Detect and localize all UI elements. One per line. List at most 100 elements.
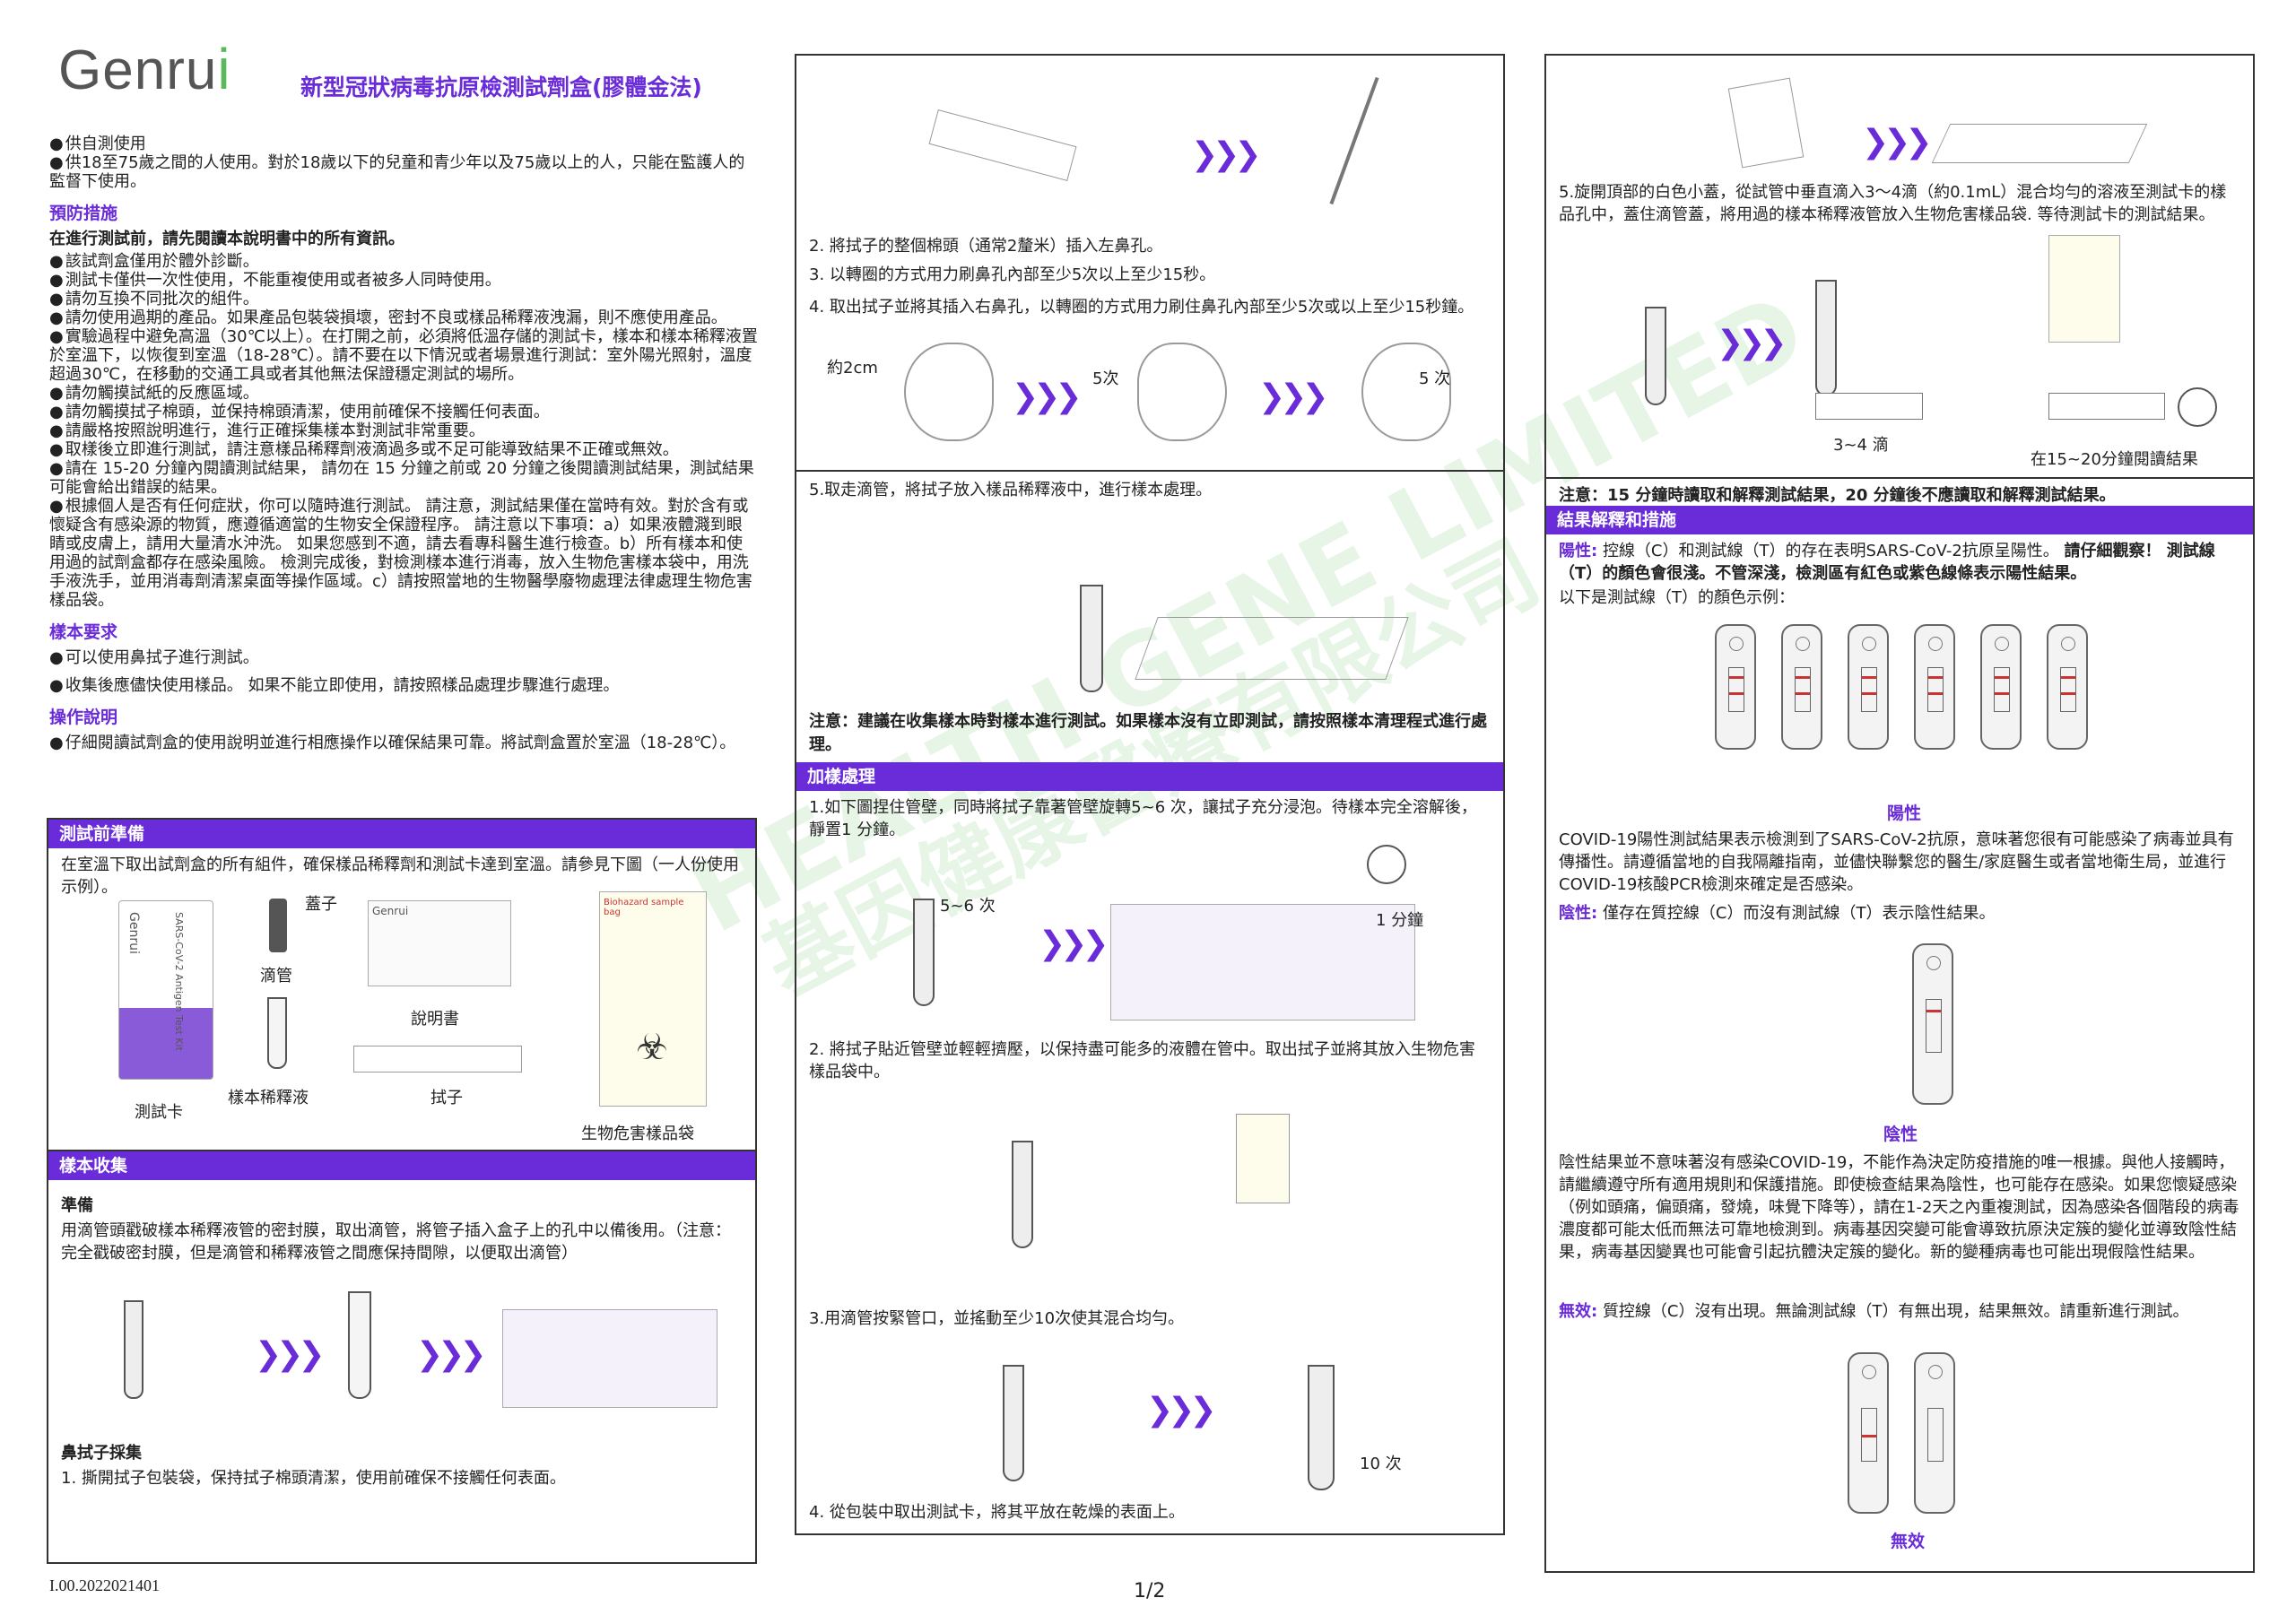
kit-box-wait-image [1110, 904, 1415, 1020]
intro-line: 供自測使用 [49, 135, 758, 153]
bag-with-tube-image [2048, 235, 2120, 343]
note-text: 注意：建議在收集樣本時對樣本進行測試。如果樣本沒有立即測試，請按照樣本清理程式進… [809, 712, 1487, 754]
nasal-heading: 鼻拭子採集 [61, 1444, 142, 1463]
manual-label: 說明書 [411, 1010, 459, 1029]
column-2-box: ❯❯❯ 2. 將拭子的整個棉頭（通常2釐米）插入左鼻孔。 3. 以轉圈的方式用力… [795, 54, 1505, 1535]
operation-item: 仔細閱讀試劑盒的使用說明並進行相應操作以確保結果可靠。將試劑盒置於室溫（18-2… [49, 734, 758, 752]
brand-logo: Genrui [58, 37, 231, 101]
arrow-icon: ❯❯❯ [1146, 1392, 1216, 1429]
bag-disposal-image [1182, 1096, 1379, 1275]
positive-sub: 以下是測試線（T）的顏色示例： [1559, 588, 1795, 607]
swab-hold-image [1299, 65, 1442, 217]
invalid-caption: 無效 [1891, 1532, 1926, 1551]
tube-on-table-image [1135, 617, 1409, 680]
negative-cassette [1912, 943, 1953, 1105]
document-code: I.00.2022021401 [49, 1576, 160, 1594]
label-2cm: 約2cm [827, 359, 878, 378]
sample-req-item: 可以使用鼻拭子進行測試。 [49, 648, 758, 667]
swab-into-tube-image [994, 522, 1191, 719]
arrow-icon: ❯❯❯ [1258, 378, 1328, 415]
prep-box: 測試前準備 在室溫下取出試劑盒的所有組件，確保樣品稀釋劑和測試卡達到室溫。請參見… [47, 818, 757, 1151]
arrow-icon: ❯❯❯ [1717, 325, 1787, 361]
positive-cassette [2047, 624, 2088, 750]
nasal-step-1: 1. 撕開拭子包裝袋，保持拭子棉頭清潔，使用前確保不接觸任何表面。 [61, 1469, 566, 1488]
column-1-text: 供自測使用 供18至75歲之間的人使用。對於18歲以下的兒童和青少年以及75歲以… [49, 135, 758, 752]
label-5-times: 5次 [1092, 369, 1119, 388]
card-label: 測試卡 [135, 1103, 183, 1122]
add-step-3: 3.用滴管按緊管口，並搖動至少10次使其混合均勻。 [809, 1309, 1185, 1328]
add-step-4: 4. 從包裝中取出測試卡，將其平放在乾燥的表面上。 [809, 1503, 1185, 1522]
precaution-item: 請勿使用過期的產品。如果產品包裝袋損壞，密封不良或樣品稀釋液洩漏，則不應使用產品… [49, 308, 758, 327]
card-box-product: SARS-CoV-2 Antigen Test Kit [173, 912, 185, 1051]
label-10-times: 10 次 [1360, 1455, 1402, 1473]
invalid-cassette [1914, 1352, 1955, 1514]
arrow-icon: ❯❯❯ [416, 1336, 486, 1373]
arrow-icon: ❯❯❯ [1191, 136, 1261, 173]
diluent-label: 樣本稀釋液 [228, 1089, 309, 1107]
sample-bar: 樣本收集 [48, 1151, 755, 1180]
sample-text: 用滴管頭戳破樣本稀釋液管的密封膜，取出滴管，將管子插入盒子上的孔中以備後用。（注… [61, 1221, 731, 1263]
positive-cassette [1980, 624, 2022, 750]
rotate-swab-image [832, 863, 1012, 1042]
divider [1546, 477, 2253, 479]
open-cap-image [1645, 307, 1666, 405]
card-box-brand: Genrui [126, 912, 141, 954]
label-5-6-times: 5~6 次 [940, 897, 996, 916]
kit-box-image [502, 1309, 718, 1408]
sample-box: 樣本收集 準備 用滴管頭戳破樣本稀釋液管的密封膜，取出滴管，將管子插入盒子上的孔… [47, 1151, 757, 1564]
invalid-label: 無效: [1559, 1302, 1598, 1321]
tube-image [348, 1291, 371, 1399]
bag-title: Biohazard sample bag [604, 898, 684, 917]
dropper-label: 滴管 [260, 967, 292, 986]
prep-bar: 測試前準備 [48, 820, 755, 848]
negative-label: 陰性: [1559, 904, 1598, 923]
precaution-item: 測試卡僅供一次性使用，不能重複使用或者被多人同時使用。 [49, 271, 758, 290]
card-well-image [1815, 393, 1923, 420]
card-flat-image [1931, 124, 2148, 163]
precaution-item: 請勿觸摸拭子棉頭，並保持棉頭清潔，使用前確保不接觸任何表面。 [49, 403, 758, 421]
clock-icon [1367, 845, 1406, 884]
positive-cassette [1848, 624, 1889, 750]
dropper-image [269, 899, 287, 952]
swab-image [353, 1046, 522, 1073]
add-sample-bar: 加樣處理 [796, 762, 1503, 791]
card-reading-image [2048, 393, 2165, 420]
biohazard-bag-image: Biohazard sample bag ☣ [599, 891, 707, 1107]
positive-explain: COVID-19陽性測試結果表示檢測到了SARS-CoV-2抗原，意味著您很有可… [1559, 830, 2234, 894]
invalid-desc: 無效: 質控線（C）沒有出現。無論測試線（T）有無出現，結果無效。請重新進行測試… [1559, 1300, 2240, 1323]
add-step-1: 1.如下圖捏住管壁，同時將拭子靠著管壁旋轉5~6 次，讓拭子充分浸泡。待樣本完全… [809, 798, 1477, 839]
cap-label: 蓋子 [305, 895, 337, 914]
page-number: 1/2 [1134, 1580, 1166, 1602]
precaution-item: 取樣後立即進行測試，請注意樣品稀釋劑液滴過多或不足可能導致結果不正確或無效。 [49, 440, 758, 459]
biobag-label: 生物危害樣品袋 [581, 1125, 694, 1143]
dropping-image [1815, 280, 1837, 396]
add-step-2: 2. 將拭子貼近管壁並輕輕擠壓，以保持盡可能多的液體在管中。取出拭子並將其放入生… [809, 1040, 1475, 1081]
intro-line: 供18至75歲之間的人使用。對於18歲以下的兒童和青少年以及75歲以上的人，只能… [49, 153, 758, 191]
negative-desc: 陰性: 僅存在質控線（C）而沒有測試線（T）表示陰性結果。 [1559, 902, 2240, 925]
invalid-text: 質控線（C）沒有出現。無論測試線（T）有無出現，結果無效。請重新進行測試。 [1602, 1302, 2189, 1321]
precaution-item: 請勿互換不同批次的組件。 [49, 290, 758, 308]
sample-req-item: 收集後應儘快使用樣品。 如果不能立即使用，請按照樣品處理步驟進行處理。 [49, 676, 758, 695]
result-note: 注意：15 分鐘時讀取和解釋測試結果，20 分鐘後不應讀取和解釋測試結果。 [1559, 486, 2116, 505]
biohazard-icon: ☣ [636, 1027, 668, 1068]
swab-label: 拭子 [430, 1089, 463, 1107]
arrow-icon: ❯❯❯ [1862, 124, 1932, 161]
precaution-item: 實驗過程中避免高溫（30℃以上）。在打開之前，必須將低溫存儲的測試卡，樣本和樣本… [49, 327, 758, 384]
positive-desc: 陽性: 控線（C）和測試線（T）的存在表明SARS-CoV-2抗原呈陽性。 請仔… [1559, 540, 2240, 585]
negative-text: 僅存在質控線（C）而沒有測試線（T）表示陰性結果。 [1602, 904, 1996, 923]
precaution-item: 請勿觸摸試紙的反應區域。 [49, 384, 758, 403]
column-3-box: ❯❯❯ 5.旋開頂部的白色小蓋，從試管中垂直滴入3～4滴（約0.1mL）混合均勻… [1544, 54, 2255, 1573]
result-bar: 結果解釋和措施 [1546, 506, 2253, 534]
step-4: 4. 取出拭子並將其插入右鼻孔，以轉圈的方式用力刷住鼻孔內部至少5次或以上至少1… [809, 298, 1474, 317]
document-title: 新型冠狀病毒抗原檢測試劑盒(膠體金法) [300, 74, 702, 100]
label-5-times-2: 5 次 [1419, 369, 1451, 388]
nose-left-image [868, 325, 1012, 459]
positive-cassette [1781, 624, 1822, 750]
precautions-lead: 在進行測試前，請先閱讀本說明書中的所有資訊。 [49, 230, 404, 248]
prep-text: 在室溫下取出試劑盒的所有組件，確保樣品稀釋劑和測試卡達到室溫。請參見下圖（一人份… [61, 855, 739, 897]
sample-sub: 準備 [61, 1196, 93, 1215]
positive-text: 控線（C）和測試線（T）的存在表明SARS-CoV-2抗原呈陽性。 [1602, 542, 2059, 560]
card-from-pouch-image [1726, 65, 1815, 172]
clock-icon [2178, 387, 2217, 427]
precaution-item: 請在 15-20 分鐘內閱讀測試結果， 請勿在 15 分鐘之前或 20 分鐘之後… [49, 459, 758, 497]
